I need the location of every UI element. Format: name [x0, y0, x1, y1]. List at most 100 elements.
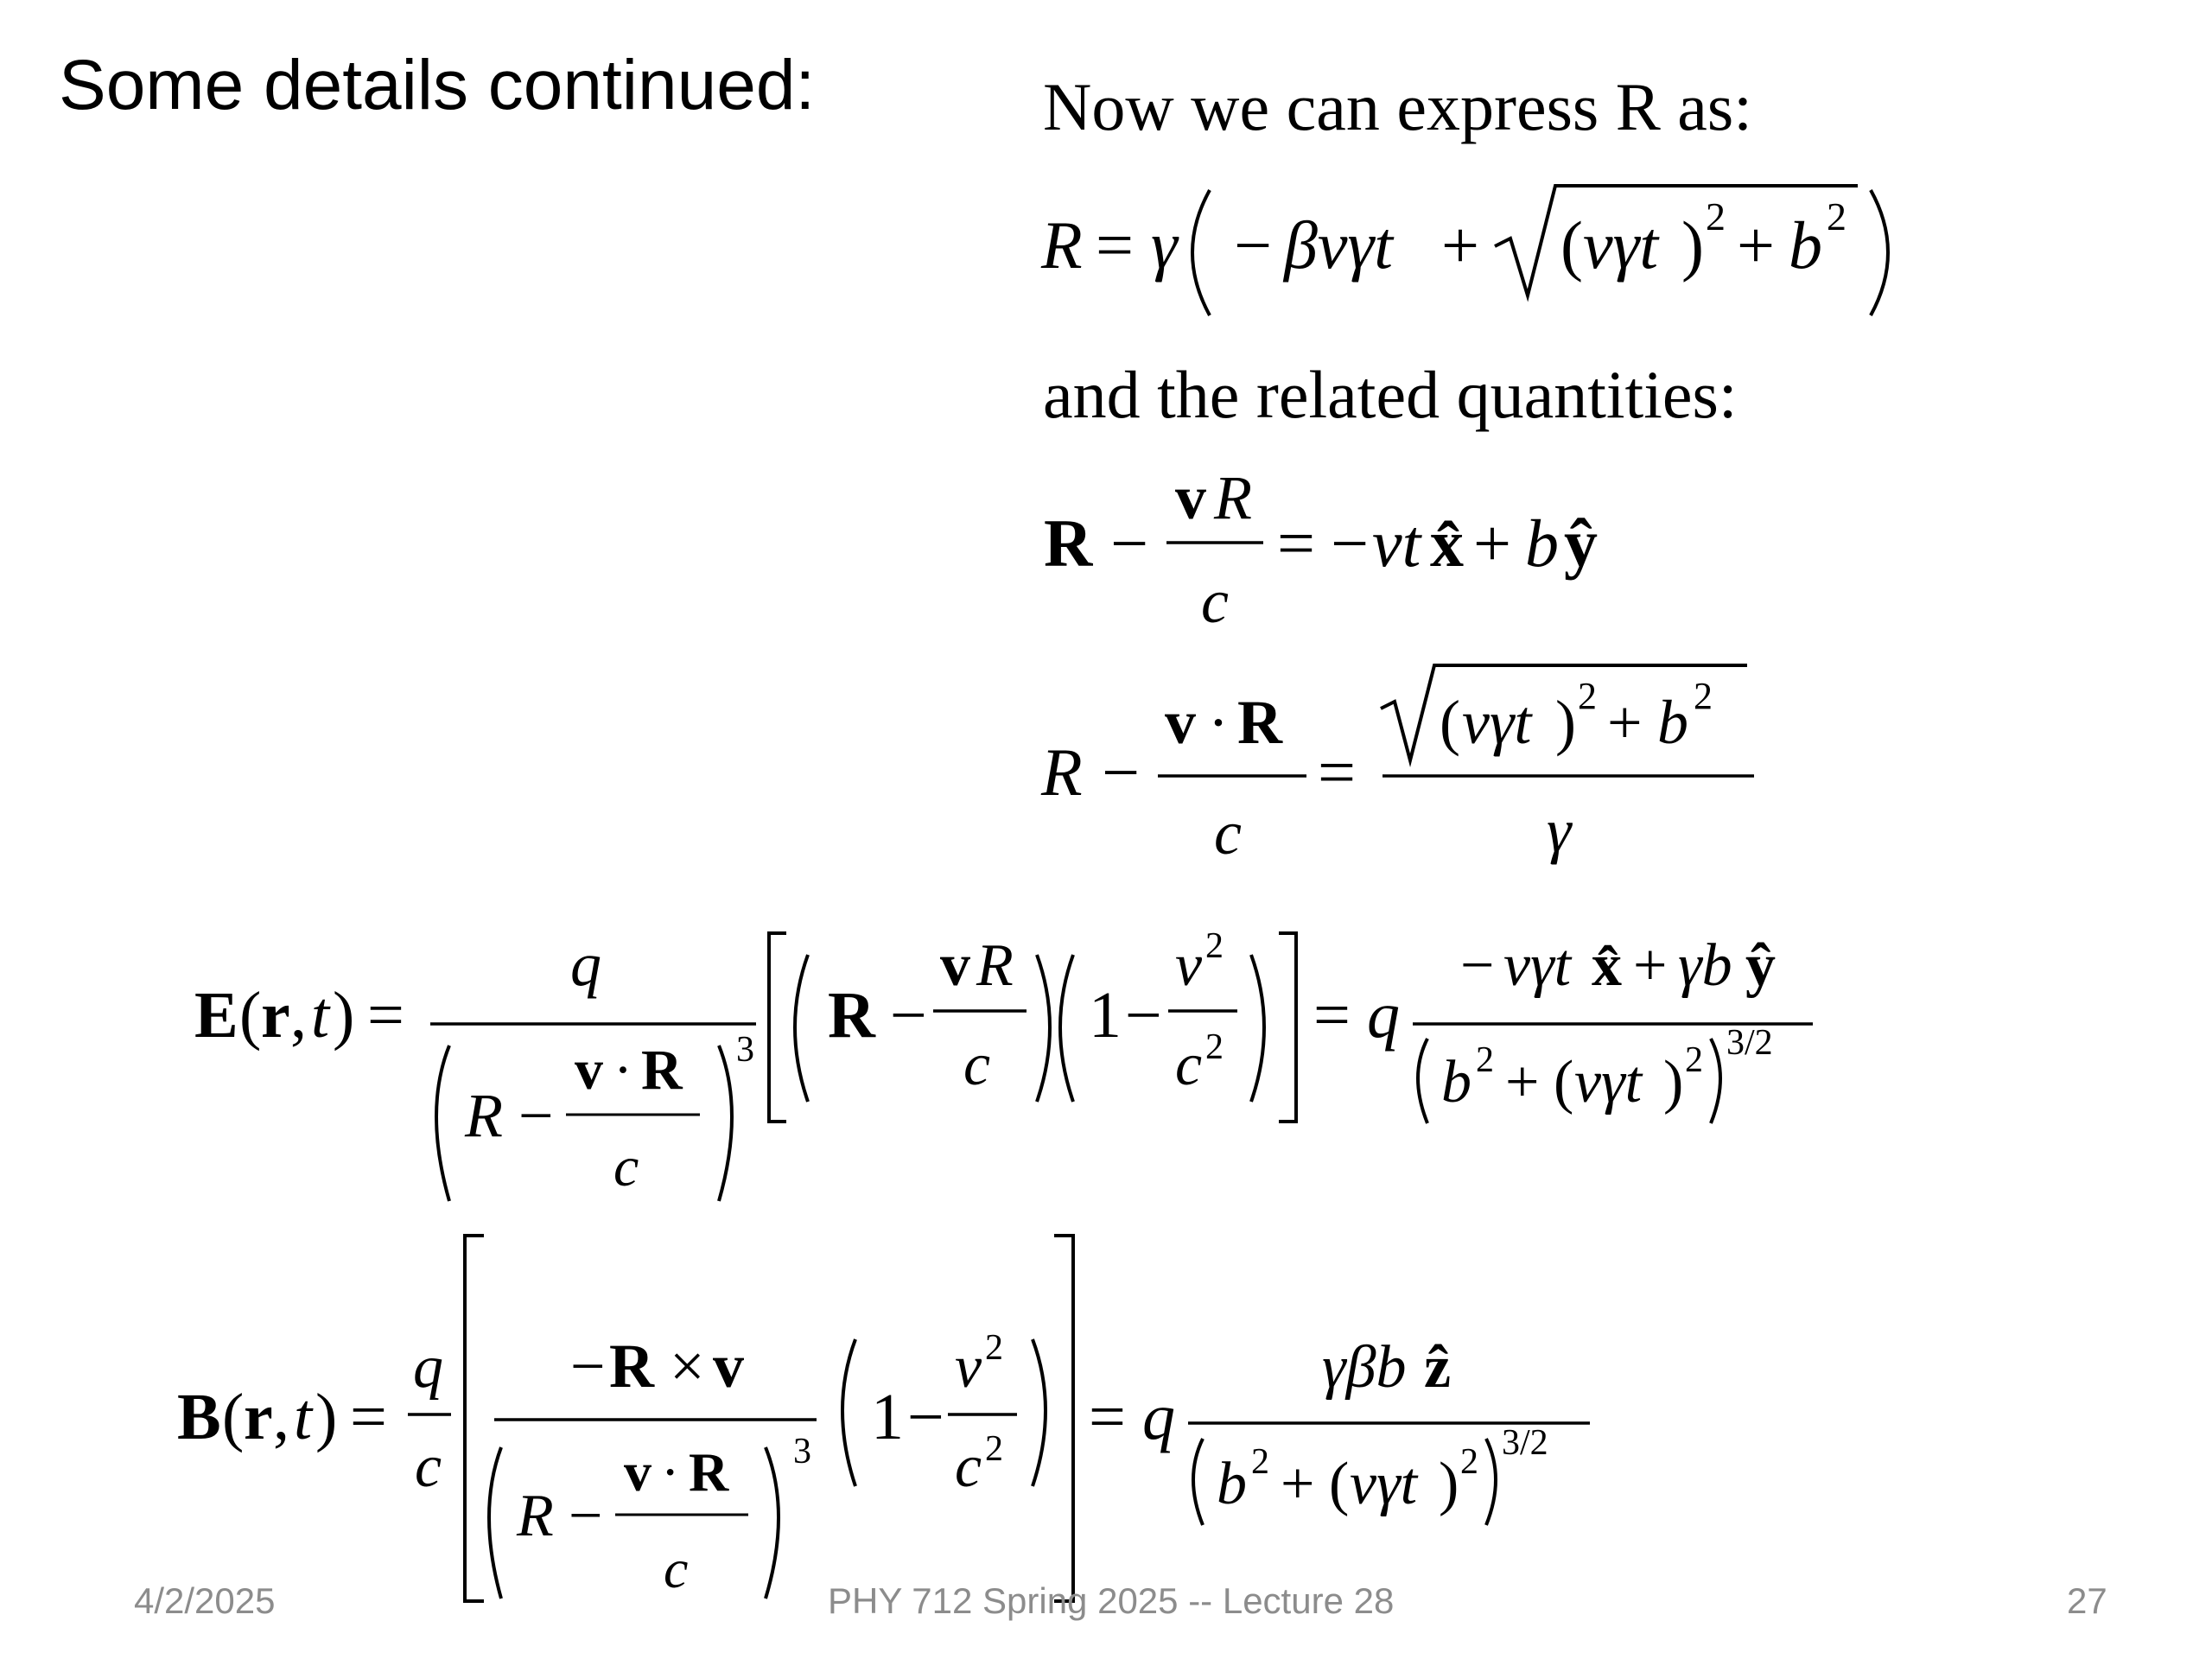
svg-text:,: , [290, 979, 307, 1052]
svg-text:vγt: vγt [1503, 932, 1573, 999]
svg-text:×: × [670, 1332, 705, 1401]
svg-text:2: 2 [1460, 1442, 1478, 1482]
related-text-content: and the related quantities: [1043, 357, 1738, 432]
svg-text:v: v [624, 1441, 652, 1503]
svg-text:+: + [1737, 207, 1775, 283]
svg-text:(: ( [1554, 1049, 1573, 1116]
svg-text:2: 2 [1685, 1040, 1703, 1080]
svg-text:v: v [955, 1334, 982, 1401]
svg-text:(: ( [1560, 207, 1583, 283]
svg-text:): ) [1439, 1451, 1459, 1517]
svg-text:R: R [641, 1039, 683, 1102]
svg-text:R: R [516, 1483, 554, 1549]
svg-text:v: v [1165, 688, 1196, 757]
svg-text:+: + [1281, 1451, 1314, 1517]
svg-text:r: r [244, 1381, 273, 1453]
svg-text:−: − [570, 1332, 606, 1401]
svg-text:R: R [1040, 207, 1083, 283]
intro-text-content: Now we can express R as: [1043, 69, 1752, 144]
svg-text:vγt: vγt [1462, 688, 1533, 757]
svg-text:+: + [1473, 505, 1511, 581]
svg-text:+: + [1607, 688, 1643, 757]
svg-text:ŷ: ŷ [1745, 932, 1776, 999]
svg-text:B: B [177, 1381, 221, 1453]
svg-text:t: t [311, 979, 331, 1052]
svg-text:2: 2 [1827, 194, 1847, 238]
svg-text:ẑ: ẑ [1424, 1334, 1451, 1401]
svg-text:b: b [1217, 1451, 1247, 1517]
svg-text:x̂: x̂ [1430, 505, 1464, 581]
footer-date: 4/2/2025 [134, 1580, 276, 1621]
svg-text:(: ( [222, 1381, 244, 1453]
equation-E-field: E ( r , t ) = q R − v · R c 3 R − v R c … [190, 916, 1832, 1218]
svg-text:=: = [1318, 734, 1356, 810]
svg-text:3/2: 3/2 [1726, 1023, 1773, 1063]
svg-text:βvγt: βvγt [1282, 207, 1395, 283]
related-text: and the related quantities: [1043, 361, 1738, 429]
svg-text:=: = [1096, 207, 1134, 283]
svg-text:v: v [575, 1039, 603, 1102]
svg-text:c: c [955, 1433, 982, 1500]
svg-text:t: t [294, 1381, 314, 1453]
svg-text:=: = [1089, 1381, 1126, 1453]
svg-text:ŷ: ŷ [1564, 505, 1598, 581]
svg-text:−: − [569, 1483, 602, 1549]
svg-text:c: c [963, 1032, 990, 1098]
svg-text:2: 2 [985, 1328, 1003, 1368]
equation-R-minus-vR-over-c: R − v R c = − vt x̂ + b ŷ [1037, 458, 1642, 648]
svg-text:c: c [613, 1135, 639, 1198]
svg-text:R: R [1213, 463, 1252, 532]
svg-text:b: b [1789, 207, 1822, 283]
svg-text:(: ( [1329, 1451, 1349, 1517]
svg-text:R: R [464, 1081, 503, 1150]
svg-text:v: v [713, 1332, 744, 1401]
svg-text:=: = [350, 1381, 387, 1453]
footer-course: PHY 712 Spring 2025 -- Lecture 28 [828, 1580, 1395, 1621]
equation-B-field: B ( r , t ) = q c − R × v R − v · R c 3 … [173, 1231, 1642, 1620]
svg-text:−: − [1460, 932, 1494, 999]
svg-text:3: 3 [736, 1030, 754, 1070]
svg-text:c: c [1201, 567, 1229, 636]
svg-text:v: v [940, 932, 970, 999]
svg-text:−: − [1102, 734, 1140, 810]
svg-text:b: b [1441, 1049, 1471, 1116]
equation-R-expression: R = γ − βvγt + ( vγt ) 2 + b 2 [1037, 173, 1936, 328]
svg-text:): ) [1555, 688, 1576, 757]
svg-text:): ) [1663, 1049, 1683, 1116]
svg-text:E: E [194, 979, 238, 1052]
svg-text:): ) [1681, 207, 1704, 283]
svg-text:R: R [1040, 734, 1083, 810]
svg-text:v: v [1175, 463, 1206, 532]
svg-text:+: + [1633, 932, 1667, 999]
svg-text:R: R [609, 1332, 655, 1401]
svg-text:q: q [1142, 1381, 1175, 1453]
svg-text:b: b [1657, 688, 1688, 757]
svg-text:2: 2 [1706, 194, 1726, 238]
svg-text:=: = [1277, 505, 1315, 581]
svg-text:γ: γ [1151, 207, 1179, 283]
svg-text:γ: γ [1547, 796, 1573, 865]
svg-text:q: q [1367, 979, 1400, 1052]
svg-text:=: = [367, 979, 404, 1052]
svg-text:γb: γb [1678, 932, 1732, 999]
svg-text:2: 2 [1205, 926, 1224, 966]
svg-text:b: b [1525, 505, 1559, 581]
svg-text:−: − [1125, 979, 1162, 1052]
svg-text:vγt: vγt [1350, 1451, 1419, 1517]
svg-text:−: − [518, 1081, 554, 1150]
svg-text:c: c [1175, 1032, 1202, 1098]
svg-text:·: · [1208, 688, 1229, 757]
svg-text:q: q [570, 930, 601, 999]
svg-text:R: R [1044, 505, 1094, 581]
svg-text:−: − [907, 1381, 944, 1453]
svg-text:x̂: x̂ [1592, 932, 1622, 999]
svg-text:=: = [1313, 979, 1351, 1052]
footer-page-number: 27 [2067, 1580, 2107, 1621]
svg-text:vγt: vγt [1574, 1049, 1643, 1116]
svg-text:v: v [1175, 932, 1203, 999]
svg-text:·: · [613, 1039, 632, 1102]
svg-text:·: · [661, 1441, 679, 1503]
svg-text:vt: vt [1372, 505, 1423, 581]
svg-text:2: 2 [1578, 675, 1597, 717]
svg-text:−: − [1331, 505, 1369, 581]
